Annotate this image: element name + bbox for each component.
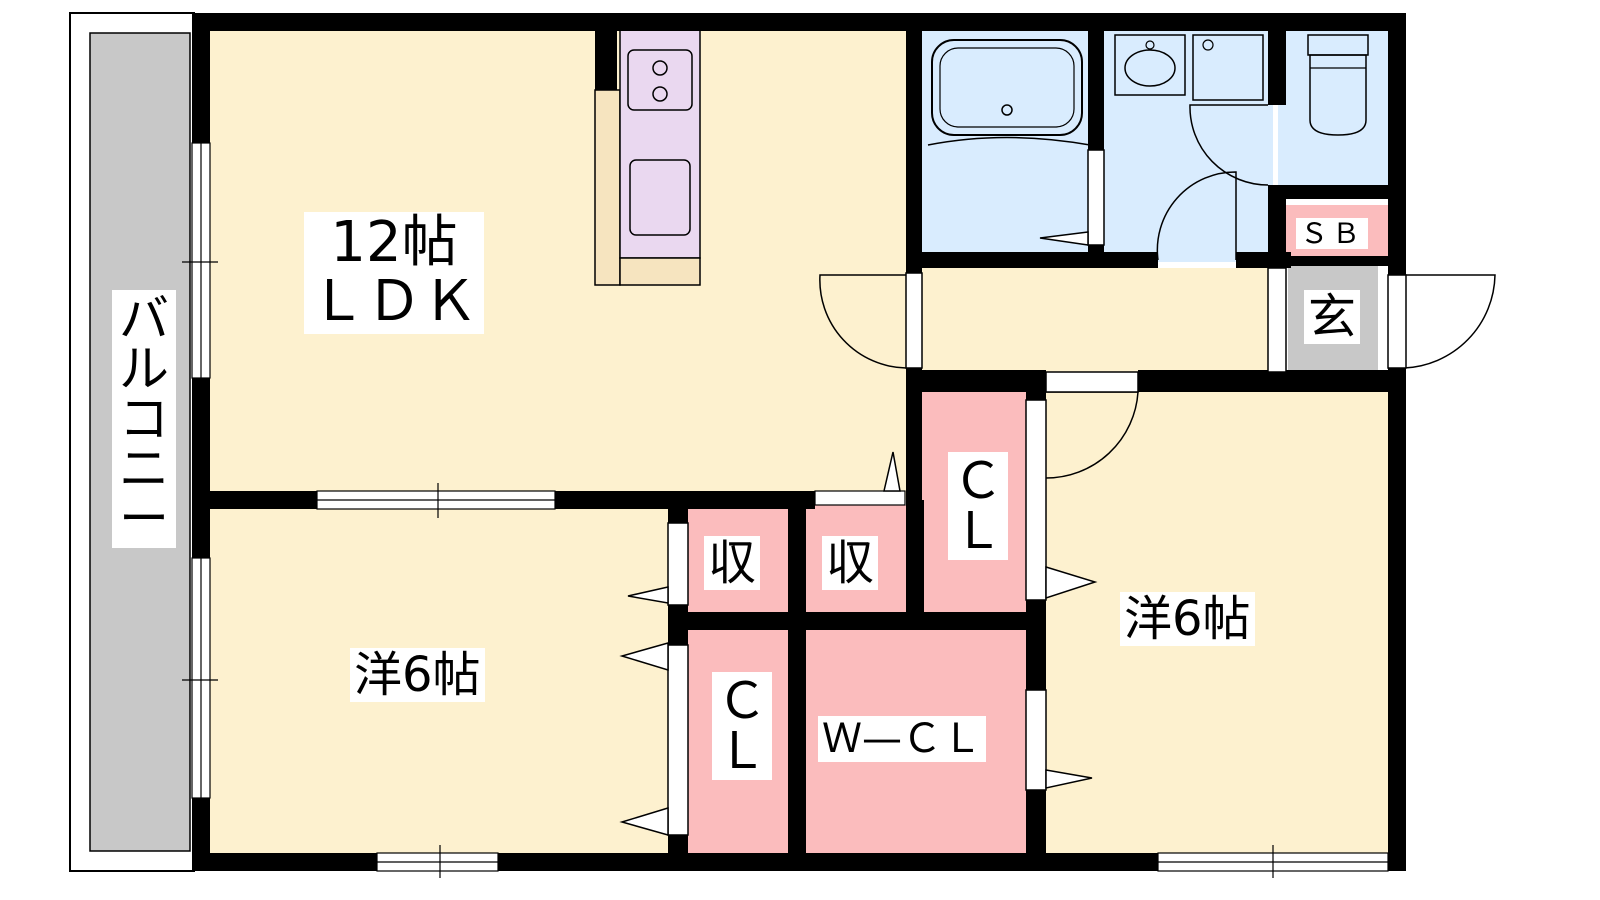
room-label-balcony: バ ル コ ニ ー — [112, 290, 176, 548]
burner-icon — [652, 60, 668, 76]
hallway-floor — [918, 268, 1273, 378]
bathtub-icon — [931, 39, 1083, 136]
doors — [619, 104, 1496, 836]
bath-edge — [927, 136, 1091, 146]
kitchen-counter — [594, 89, 621, 286]
kitchen-counter-bottom — [619, 257, 701, 286]
stove — [627, 49, 693, 111]
washer-space — [1192, 34, 1264, 101]
drain-icon — [1001, 104, 1013, 116]
burner-icon — [652, 86, 668, 102]
faucet-icon — [1145, 40, 1155, 50]
basin-bowl — [1124, 49, 1176, 87]
washroom-floor — [1103, 25, 1273, 262]
room-label-closet-1: Ｃ Ｌ — [948, 452, 1008, 560]
kitchen-unit — [619, 29, 701, 259]
room-label-walk-in-closet: Ｗ—ＣＬ — [818, 716, 986, 762]
bathroom-floor — [918, 25, 1098, 262]
room-label-entrance: 玄 — [1304, 290, 1361, 345]
sink-icon — [629, 159, 691, 236]
room-label-shoe-box: ＳＢ — [1296, 218, 1369, 250]
room-label-bedroom-west: 洋6帖 — [350, 648, 485, 703]
room-label-bedroom-east: 洋6帖 — [1120, 592, 1255, 647]
room-label-closet-2: Ｃ Ｌ — [712, 672, 772, 780]
washer-drain — [1202, 39, 1214, 51]
room-label-storage-1: 収 — [704, 536, 761, 591]
toilet-icon — [1309, 54, 1367, 136]
room-label-storage-2: 収 — [822, 536, 879, 591]
windows — [182, 142, 1389, 878]
washbasin-icon — [1114, 34, 1186, 96]
bathtub-inner — [939, 47, 1075, 128]
toilet-floor — [1278, 25, 1395, 195]
room-label-ldk: 12帖 ＬＤＫ — [304, 212, 484, 334]
